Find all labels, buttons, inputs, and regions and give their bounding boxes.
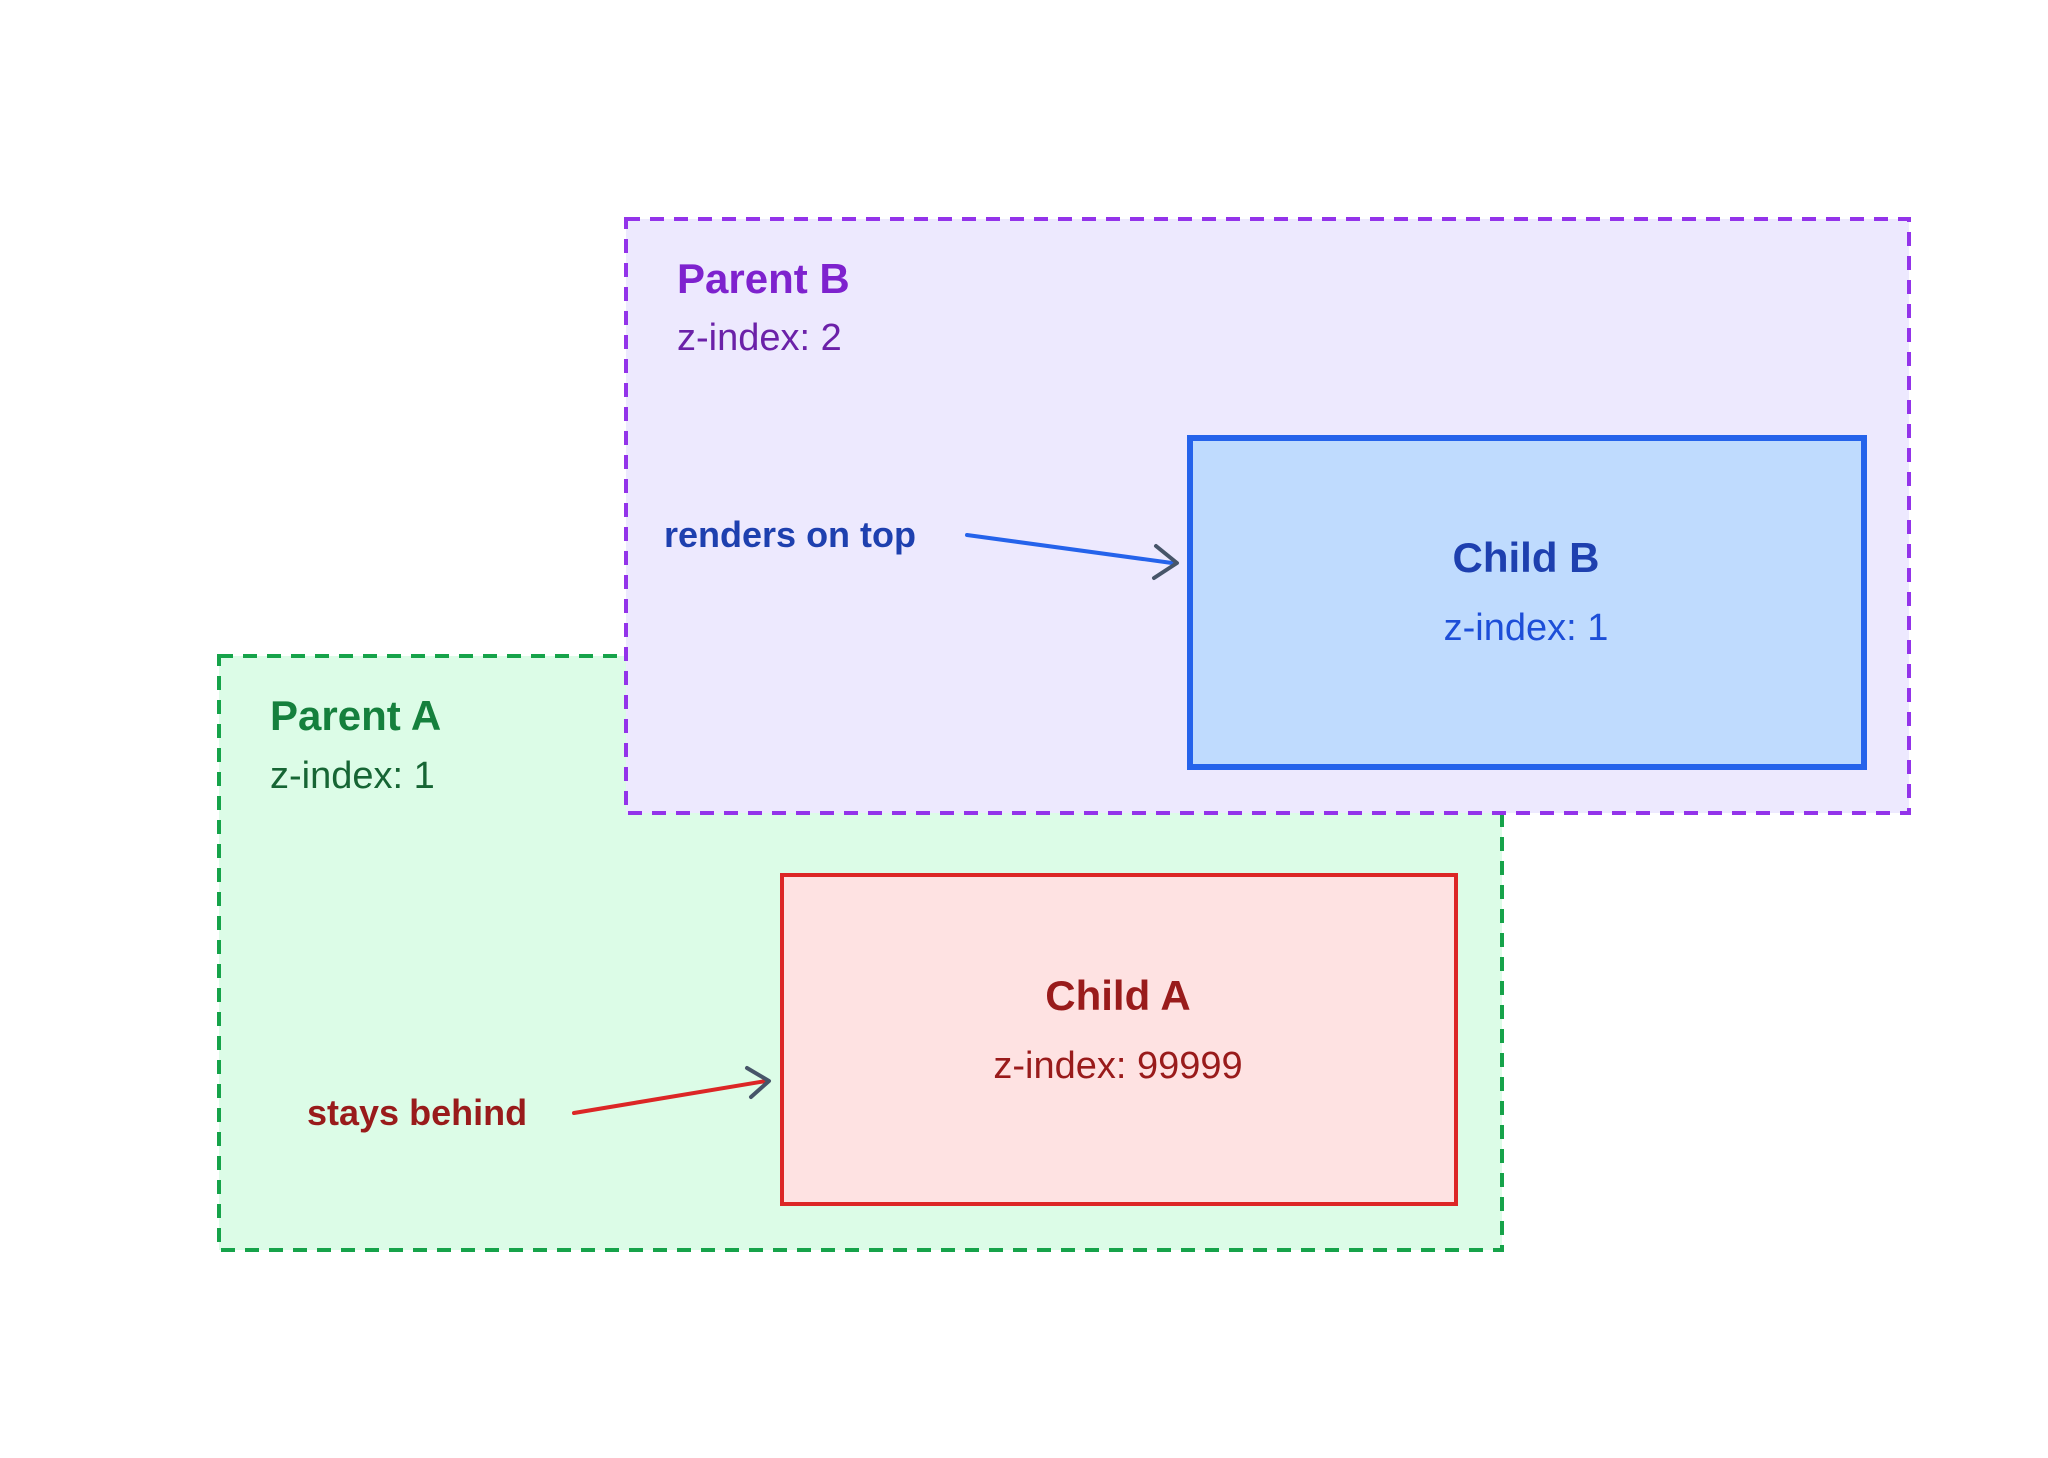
renders-on-top-arrow-head-icon — [1152, 544, 1179, 580]
stays-behind-arrow-line — [572, 1079, 768, 1115]
renders-on-top-label: renders on top — [664, 514, 916, 555]
parent-a-title: Parent A — [270, 692, 441, 739]
child-a-title: Child A — [1045, 972, 1190, 1019]
child-b-title: Child B — [1453, 534, 1600, 581]
child-a-box — [780, 873, 1458, 1206]
child-b-zindex: z-index: 1 — [1444, 607, 1609, 649]
renders-on-top-annotation: renders on top — [664, 514, 1179, 580]
renders-on-top-arrow-line — [965, 533, 1174, 565]
stays-behind-annotation: stays behind — [307, 1066, 771, 1133]
child-a-zindex: z-index: 99999 — [993, 1045, 1242, 1087]
parent-a-zindex: z-index: 1 — [270, 755, 435, 797]
child-b-box — [1187, 435, 1867, 770]
child-a-group: Child A z-index: 99999 — [780, 873, 1458, 1206]
stays-behind-arrow-head-icon — [745, 1066, 771, 1099]
child-b-group: Child B z-index: 1 — [1187, 435, 1867, 770]
parent-b-title: Parent B — [677, 255, 850, 302]
stays-behind-label: stays behind — [307, 1092, 527, 1133]
parent-b-zindex: z-index: 2 — [677, 317, 842, 359]
